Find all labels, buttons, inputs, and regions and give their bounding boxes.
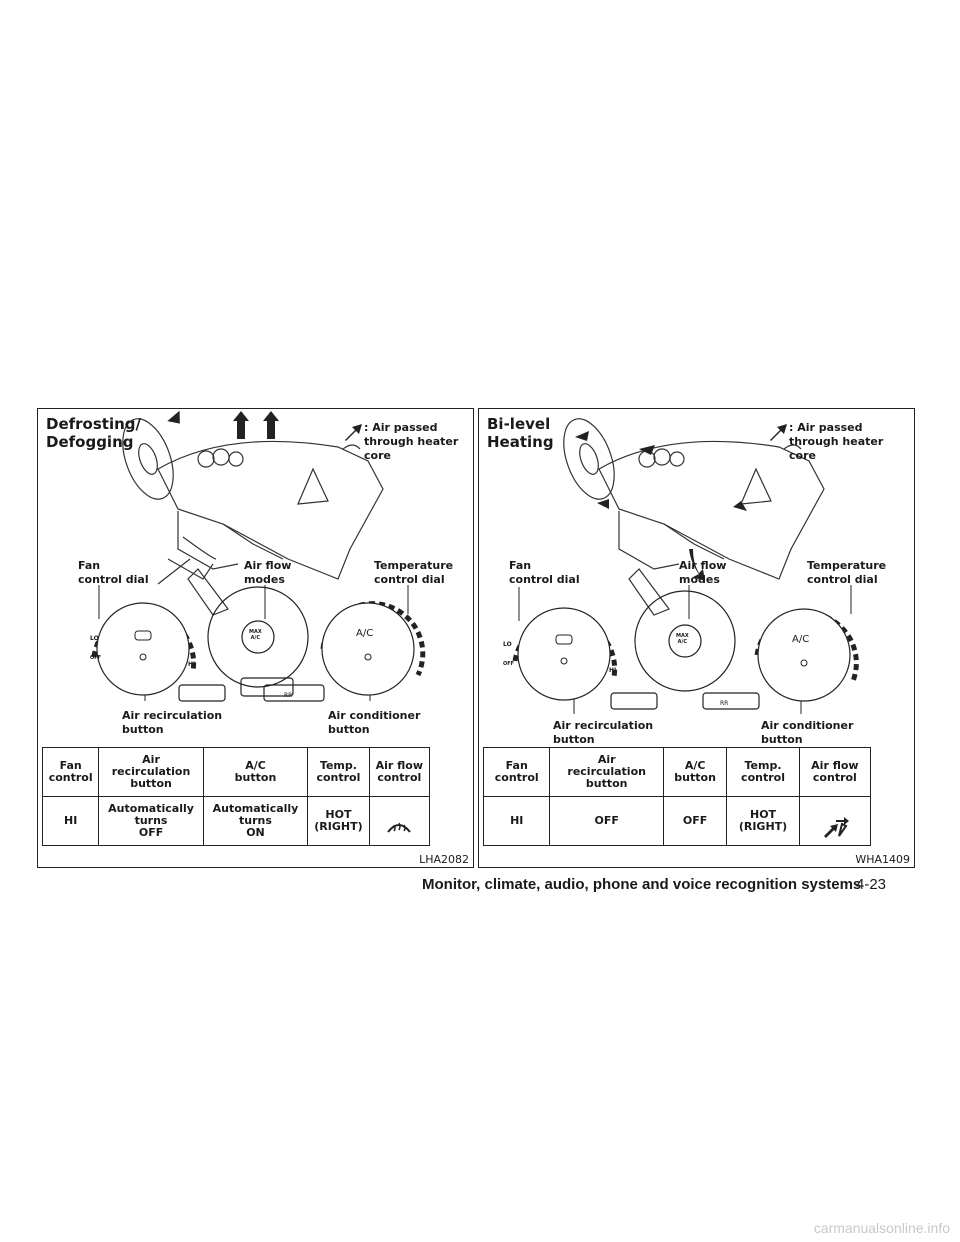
temperature-control-dial — [754, 608, 859, 702]
panel-title: Bi-level Heating — [487, 415, 554, 451]
table-header: A/C button — [662, 747, 728, 797]
table-cell: Automatically turns ON — [202, 796, 309, 846]
table-cell: HI — [482, 796, 551, 846]
air-flow-mode-dial — [178, 586, 325, 702]
callout-air-conditioner-button: Air conditioner button — [761, 719, 854, 746]
dashboard-illustration — [91, 410, 426, 702]
ac-label: A/C — [356, 628, 374, 639]
off-label: OFF — [503, 661, 515, 667]
settings-table: Fan control Air recirculation button A/C… — [41, 747, 431, 846]
off-label: OFF — [90, 655, 102, 661]
bi-level-heating-diagram-panel: Bi-level Heating : Air passed through he… — [478, 408, 915, 868]
table-header: Fan control — [41, 747, 100, 797]
figure-code: LHA2082 — [419, 853, 469, 866]
temperature-control-dial — [320, 601, 426, 696]
dashboard-illustration — [512, 418, 859, 714]
table-cell: OFF — [549, 796, 664, 846]
figure-code: WHA1409 — [855, 853, 910, 866]
legend-text: : Air passed through heater core — [789, 421, 884, 462]
defrost-icon — [387, 822, 412, 833]
page-number: 4-23 — [856, 876, 887, 893]
table-header: Air recirculation button — [549, 747, 664, 797]
fan-control-dial — [91, 602, 197, 696]
table-header: Air flow control — [368, 747, 431, 797]
defrosting-diagram-panel: Defrosting/ Defogging : Air passed throu… — [37, 408, 474, 868]
callout-air-recirculation-button: Air recirculation button — [122, 709, 223, 736]
hi-label: HI — [188, 661, 196, 668]
table-header: Temp. control — [726, 747, 800, 797]
table-cell — [368, 796, 431, 846]
panel-title: Defrosting/ Defogging — [46, 415, 141, 451]
section-title: Monitor, climate, audio, phone and voice… — [422, 876, 862, 893]
bi-level-icon — [823, 816, 849, 838]
table-header: Air flow control — [798, 747, 872, 797]
callout-fan-control-dial: Fan control dial — [78, 559, 149, 586]
table-cell: HOT (RIGHT) — [726, 796, 800, 846]
callout-temperature-control-dial: Temperature control dial — [807, 559, 887, 586]
rr-label: RR — [284, 692, 293, 699]
settings-table: Fan control Air recirculation button A/C… — [482, 747, 872, 846]
legend-text: : Air passed through heater core — [364, 421, 459, 462]
callout-fan-control-dial: Fan control dial — [509, 559, 580, 586]
ac-label: A/C — [792, 634, 810, 645]
table-cell: Automatically turns OFF — [98, 796, 204, 846]
lo-label: LO — [503, 641, 512, 648]
callout-temperature-control-dial: Temperature control dial — [374, 559, 454, 586]
table-cell: HOT (RIGHT) — [307, 796, 370, 846]
air-passed-arrows — [167, 410, 279, 439]
callout-air-flow-modes: Air flow modes — [244, 559, 292, 586]
air-flow-mode-dial — [610, 590, 760, 710]
callout-air-flow-modes: Air flow modes — [679, 559, 727, 586]
table-header: Temp. control — [307, 747, 370, 797]
fan-control-dial — [512, 607, 618, 701]
heater-core-arrow-icon — [770, 424, 787, 441]
table-cell — [798, 796, 872, 846]
lo-label: LO — [90, 635, 99, 642]
watermark: carmanualsonline.info — [813, 1220, 950, 1236]
air-passed-arrows — [575, 431, 747, 581]
callout-air-conditioner-button: Air conditioner button — [328, 709, 421, 736]
table-header: Air recirculation button — [98, 747, 204, 797]
table-cell: HI — [41, 796, 100, 846]
heater-core-arrow-icon — [345, 424, 362, 441]
table-header: A/C button — [202, 747, 309, 797]
hi-label: HI — [609, 667, 617, 674]
table-header: Fan control — [482, 747, 551, 797]
max-ac-label: MAX A/C — [676, 633, 689, 645]
rr-label: RR — [720, 700, 729, 707]
max-ac-label: MAX A/C — [249, 629, 262, 641]
table-cell: OFF — [662, 796, 728, 846]
callout-air-recirculation-button: Air recirculation button — [553, 719, 654, 746]
